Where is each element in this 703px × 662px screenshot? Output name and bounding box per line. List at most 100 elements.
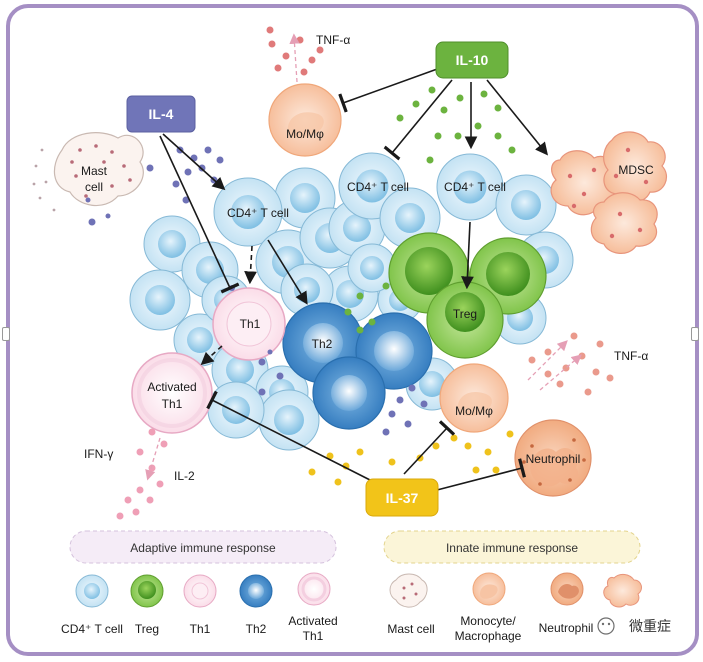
th1-to-activated bbox=[200, 345, 223, 366]
il37-box: IL-37 bbox=[365, 478, 439, 517]
granule bbox=[572, 438, 576, 442]
cytokine-dot bbox=[146, 164, 154, 172]
cytokine-dot bbox=[570, 332, 578, 340]
granule bbox=[70, 160, 74, 164]
legend-adaptive-header: Adaptive immune response bbox=[69, 530, 337, 564]
th1-label: Th1 bbox=[240, 317, 261, 331]
cytokine-dot bbox=[182, 196, 190, 204]
cytokine-dot bbox=[356, 448, 364, 456]
legend-mdsc-icon bbox=[603, 573, 642, 608]
cytokine-dot bbox=[584, 388, 592, 396]
legend-label-neutrophil: Neutrophil bbox=[539, 621, 594, 635]
il4-box: IL-4 bbox=[126, 95, 196, 133]
cytokine-dot bbox=[432, 442, 440, 450]
mast-label-line1: Mast bbox=[81, 164, 108, 178]
granule bbox=[128, 178, 132, 182]
ifn-label: IFN-γ bbox=[84, 447, 113, 461]
granule bbox=[581, 191, 587, 197]
cytokine-dot bbox=[494, 104, 502, 112]
granule bbox=[78, 148, 82, 152]
granule bbox=[110, 184, 114, 188]
cytokine-dot bbox=[382, 282, 390, 290]
granule bbox=[44, 180, 48, 184]
legend-label-th1: Th1 bbox=[190, 622, 211, 636]
legend-label-cd4: CD4⁺ T cell bbox=[61, 622, 123, 636]
cytokine-dot bbox=[308, 468, 316, 476]
granule bbox=[613, 173, 619, 179]
cytokine-dot bbox=[267, 349, 273, 355]
cd4-to-treg bbox=[461, 221, 474, 290]
cytokine-dot bbox=[88, 218, 96, 226]
cytokine-dot bbox=[116, 512, 124, 520]
cytokine-dot bbox=[124, 496, 132, 504]
cytokine-dot bbox=[136, 486, 144, 494]
th2-cells bbox=[282, 302, 433, 430]
cd4-right-label: CD4⁺ T cell bbox=[444, 180, 506, 194]
cytokine-dot bbox=[440, 106, 448, 114]
cytokine-dot bbox=[408, 384, 416, 392]
th2-cell-bottom bbox=[312, 356, 386, 430]
legend-innate-title: Innate immune response bbox=[446, 541, 578, 555]
il10-promotes-mdsc bbox=[486, 79, 549, 156]
cytokine-dot bbox=[258, 358, 266, 366]
frame-handle-right bbox=[691, 327, 699, 341]
granule bbox=[84, 194, 88, 198]
cytokine-dot bbox=[156, 480, 164, 488]
granule bbox=[609, 233, 615, 239]
cytokine-dot bbox=[172, 180, 180, 188]
cytokine-dot bbox=[396, 114, 404, 122]
granule bbox=[122, 164, 126, 168]
cytokine-dot bbox=[344, 308, 352, 316]
cytokine-dot bbox=[480, 90, 488, 98]
granule bbox=[567, 173, 573, 179]
cd4-left-label: CD4⁺ T cell bbox=[227, 206, 289, 220]
release-arrows bbox=[145, 33, 582, 481]
cytokine-dot bbox=[556, 380, 564, 388]
momphi-top-label: Mo/Mφ bbox=[286, 127, 324, 141]
cytokine-dot bbox=[276, 372, 284, 380]
legend-label-mast-cell: Mast cell bbox=[387, 622, 434, 636]
cytokine-dot bbox=[184, 168, 192, 176]
cytokine-dot bbox=[596, 340, 604, 348]
neutrophil-cell bbox=[514, 419, 592, 497]
cytokine-dot bbox=[484, 448, 492, 456]
cytokine-dot bbox=[492, 466, 500, 474]
cytokine-dot bbox=[268, 40, 276, 48]
granule bbox=[74, 174, 78, 178]
treg-cell-center bbox=[426, 281, 504, 359]
il4-inhibits-th1 bbox=[159, 135, 240, 294]
granule bbox=[582, 458, 586, 462]
granule bbox=[52, 208, 56, 212]
granule bbox=[530, 444, 534, 448]
cytokine-dot bbox=[204, 146, 212, 154]
legend-innate-header: Innate immune response bbox=[383, 530, 641, 564]
legend-th2-icon bbox=[239, 574, 273, 608]
cd4-cluster-cell bbox=[436, 153, 504, 221]
cytokine-dot bbox=[456, 94, 464, 102]
legend-mast-cell-icon bbox=[389, 573, 428, 608]
il37-label: IL-37 bbox=[386, 490, 419, 506]
cytokine-dot bbox=[404, 420, 412, 428]
il10-inhibits-momphi bbox=[338, 67, 441, 113]
cytokine-dot bbox=[308, 56, 316, 64]
watermark: 微重症 bbox=[597, 617, 671, 635]
cytokine-dot bbox=[450, 434, 458, 442]
granule bbox=[94, 144, 98, 148]
cd4-cluster-cell bbox=[495, 174, 557, 236]
granule bbox=[34, 164, 38, 168]
legend-treg-icon bbox=[130, 574, 164, 608]
frame-handle-left bbox=[2, 327, 10, 341]
cd4-to-th2 bbox=[267, 239, 308, 305]
il37-inhibits-neutrophil bbox=[436, 458, 526, 491]
cytokine-dot bbox=[606, 374, 614, 382]
granule bbox=[617, 211, 623, 217]
granule bbox=[38, 196, 42, 200]
granule bbox=[110, 150, 114, 154]
treg-label: Treg bbox=[453, 307, 477, 321]
legend-adaptive-title: Adaptive immune response bbox=[130, 541, 276, 555]
cytokine-dot bbox=[356, 326, 364, 334]
granule bbox=[102, 160, 106, 164]
tnf-release-right-1 bbox=[527, 340, 568, 381]
